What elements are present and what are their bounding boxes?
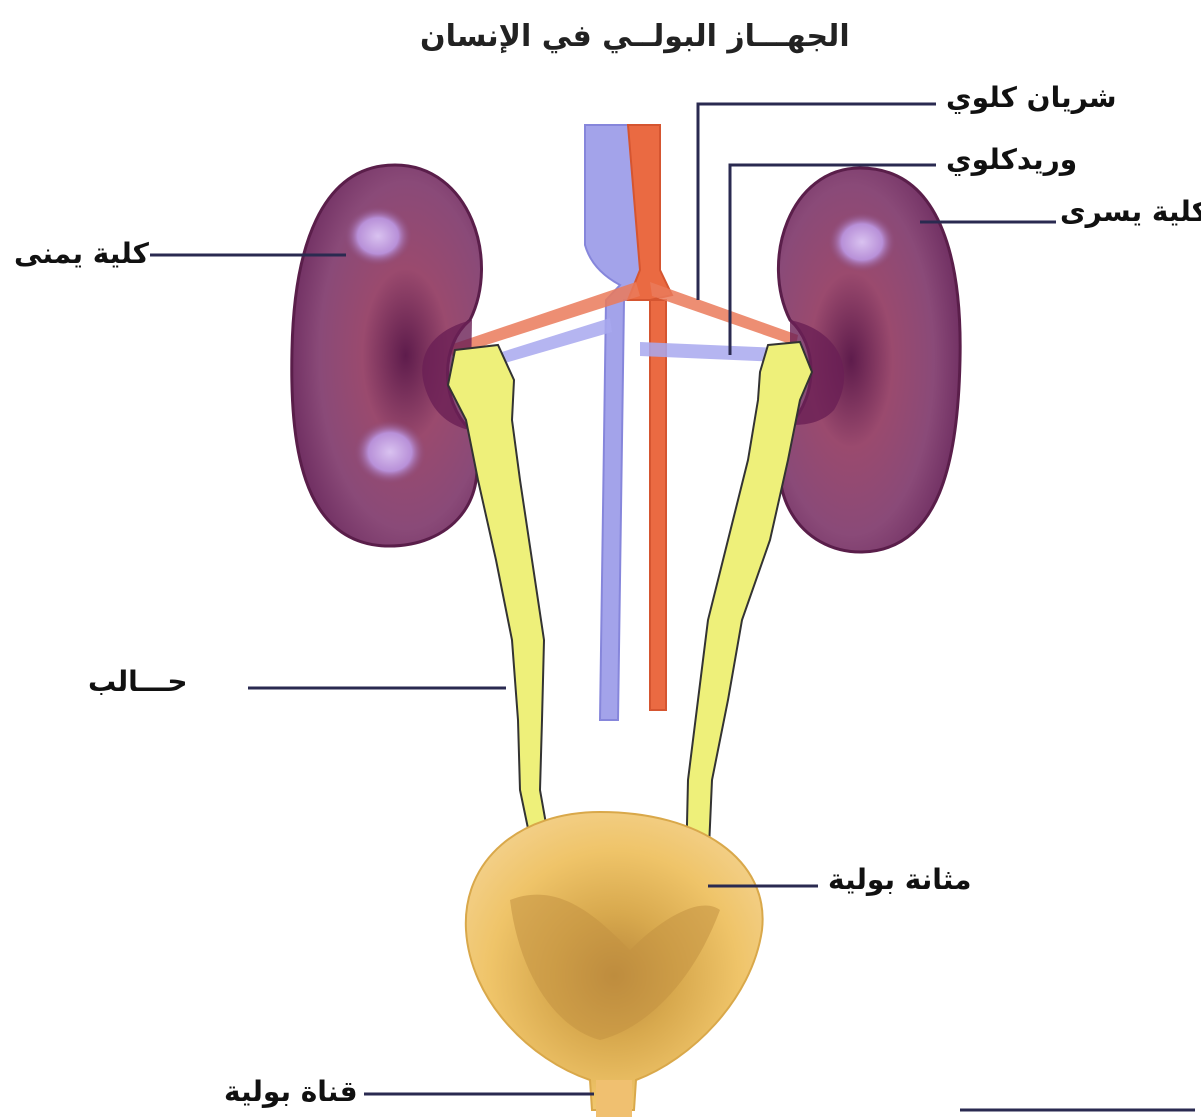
diagram-title: الجهـــاز البولــي في الإنسان: [420, 22, 850, 52]
left-ureter: [686, 342, 812, 870]
urinary-bladder: [466, 812, 763, 1110]
label-left-kidney: كلية يسرى: [1060, 198, 1201, 226]
vena-cava: [585, 125, 640, 720]
label-urethra: قناة بولية: [224, 1078, 358, 1106]
aorta: [628, 125, 672, 710]
label-ureter: حـــالب: [88, 668, 188, 696]
label-renal-artery: شريان كلوي: [946, 84, 1117, 112]
label-right-kidney: كلية يمنى: [14, 240, 149, 268]
urethra: [596, 1080, 632, 1117]
label-bladder: مثانة بولية: [828, 866, 972, 894]
label-renal-vein: وريدكلوي: [946, 146, 1077, 174]
